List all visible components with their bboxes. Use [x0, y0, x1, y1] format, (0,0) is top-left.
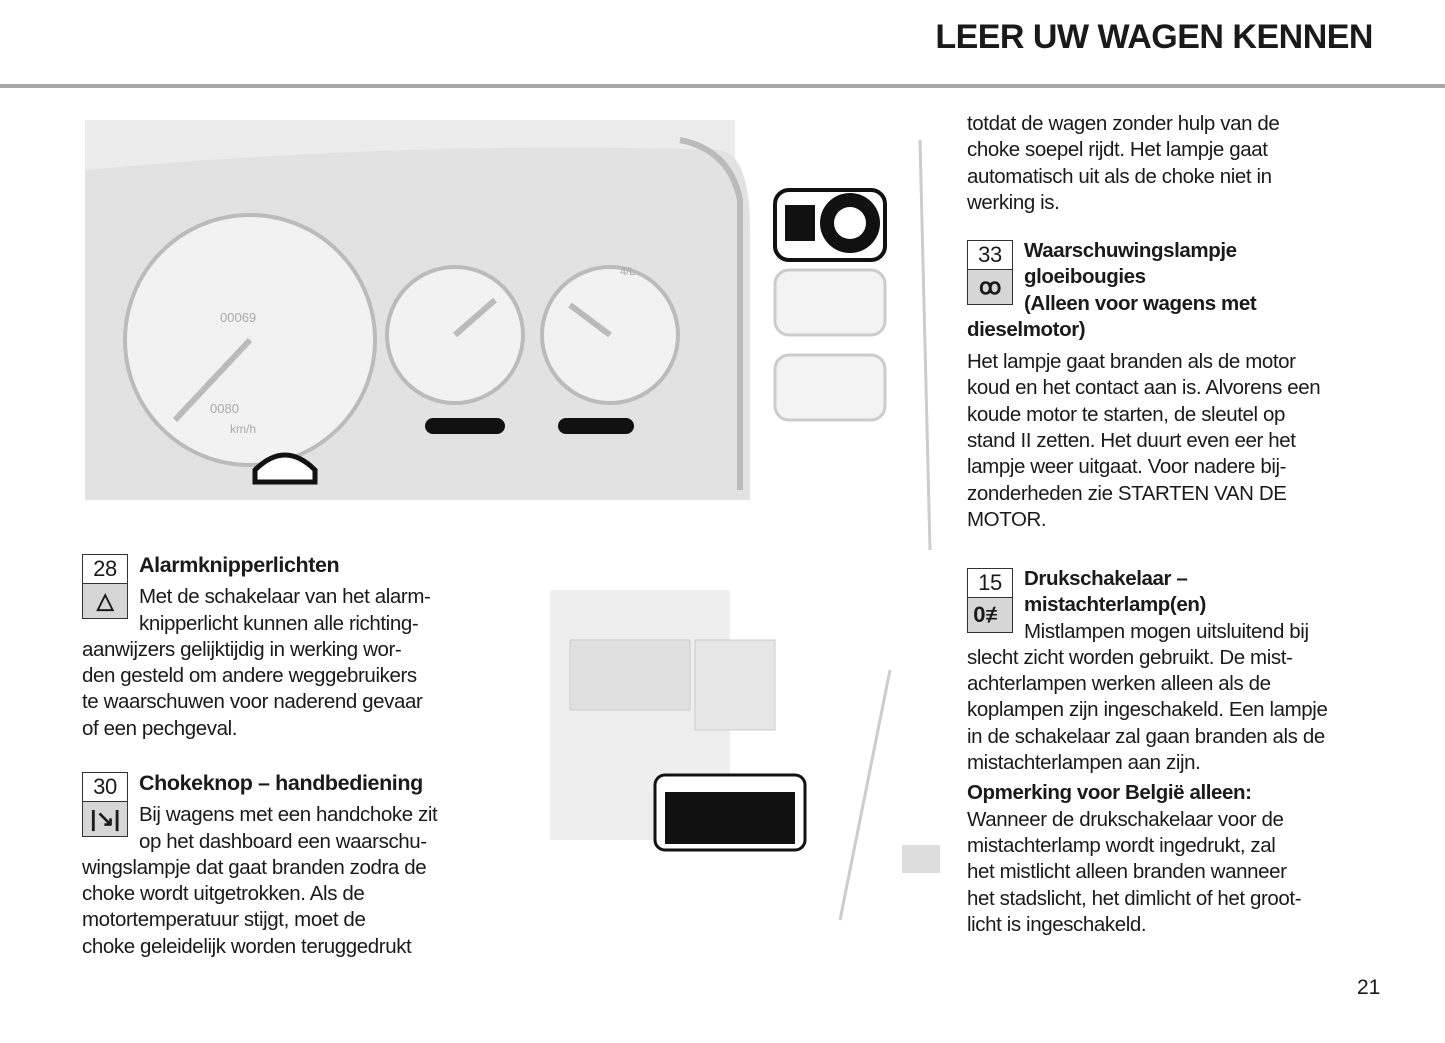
text-line: automatisch uit als de choke niet in: [967, 164, 1272, 188]
header-rule: [0, 84, 1445, 88]
heading-line: mistachterlamp(en): [1024, 593, 1206, 617]
text-line: choke wordt uitgetrokken. Als de: [82, 882, 365, 906]
text-line: koplampen zijn ingeschakeld. Een lampje: [967, 698, 1328, 722]
text-line: mistachterlampen aan zijn.: [967, 751, 1201, 775]
section-28: 28 △ Alarmknipperlichten Met de schakela…: [82, 552, 502, 742]
switch-illustration: [550, 590, 940, 921]
odometer-readout: 00069: [220, 310, 256, 325]
hazard-triangle-icon: △: [82, 584, 128, 619]
choke-icon: |↘|: [82, 802, 128, 837]
text-line: choke geleidelijk worden teruggedrukt: [82, 934, 412, 958]
text-line: MOTOR.: [967, 507, 1047, 531]
text-line: Mistlampen mogen uitsluitend bij: [1024, 619, 1309, 643]
section-heading: Chokeknop – handbediening: [139, 771, 423, 795]
text-line: motortemperatuur stijgt, moet de: [82, 908, 366, 932]
heading-line: dieselmotor): [967, 317, 1086, 341]
section-heading: Alarmknipperlichten: [139, 553, 340, 577]
text-line: het stadslicht, het dimlicht of het groo…: [967, 886, 1302, 910]
text-line: achterlampen werken alleen als de: [967, 672, 1271, 696]
text-line: te waarschuwen voor naderend gevaar: [82, 690, 423, 714]
text-line: mistachterlamp wordt ingedrukt, zal: [967, 833, 1276, 857]
text-line: Wanneer de drukschakelaar voor de: [967, 807, 1284, 831]
heading-line: Drukschakelaar –: [1024, 567, 1188, 590]
text-line: werking is.: [967, 190, 1060, 214]
text-line: aanwijzers gelijktijdig in werking wor-: [82, 637, 402, 661]
glow-plug-icon: ꝏ: [967, 270, 1013, 305]
text-line: choke soepel rijdt. Het lampje gaat: [967, 138, 1268, 162]
heading-line: (Alleen voor wagens met: [1024, 291, 1257, 315]
text-line: stand II zetten. Het duurt even eer het: [967, 429, 1296, 453]
fuel-label: 4/L: [620, 266, 635, 278]
text-line: slecht zicht worden gebruikt. De mist-: [967, 645, 1293, 669]
text-line: Het lampje gaat branden als de motor: [967, 350, 1296, 374]
page-title: LEER UW WAGEN KENNEN: [935, 18, 1373, 56]
text-line: Bij wagens met een handchoke zit: [139, 803, 438, 827]
text-line: wingslampje dat gaat branden zodra de: [82, 855, 427, 879]
note-heading: Opmerking voor België alleen:: [967, 781, 1252, 805]
text-line: of een pechgeval.: [82, 716, 238, 740]
text-line: Met de schakelaar van het alarm-: [139, 585, 431, 609]
section-number: 28: [82, 554, 128, 584]
intro-paragraph: totdat de wagen zonder hulp van de choke …: [967, 111, 1280, 216]
page-number: 21: [1357, 976, 1381, 999]
section-30: 30 |↘| Chokeknop – handbediening Bij wag…: [82, 770, 502, 960]
section-number: 30: [82, 772, 128, 802]
rear-fog-icon: 0≢: [967, 598, 1013, 633]
text-line: in de schakelaar zal gaan branden als de: [967, 724, 1325, 748]
section-15: 15 0≢ Drukschakelaar – mistachterlamp(en)…: [967, 566, 1397, 938]
text-line: licht is ingeschakeld.: [967, 912, 1147, 936]
dashboard-illustration: 00069 0080 km/h 4/L: [85, 120, 932, 551]
speed-unit: km/h: [230, 422, 256, 436]
text-line: op het dashboard een waarschu-: [139, 829, 427, 853]
heading-line: Waarschuwingslampje: [1024, 239, 1237, 262]
text-line: totdat de wagen zonder hulp van de: [967, 112, 1280, 135]
section-number: 33: [967, 240, 1013, 270]
text-line: den gesteld om andere weggebruikers: [82, 664, 417, 688]
text-line: lampje weer uitgaat. Voor nadere bij-: [967, 455, 1287, 479]
text-line: koude motor te starten, de sleutel op: [967, 402, 1285, 426]
text-line: knipperlicht kunnen alle richting-: [139, 611, 419, 635]
section-33: 33 ꝏ Waarschuwingslampje gloeibougies(All…: [967, 238, 1397, 533]
heading-line: gloeibougies: [1024, 265, 1146, 289]
text-line: koud en het contact aan is. Alvorens een: [967, 376, 1321, 400]
text-line: zonderheden zie STARTEN VAN DE: [967, 481, 1287, 505]
trip-readout: 0080: [210, 401, 239, 416]
section-number: 15: [967, 568, 1013, 598]
text-line: het mistlicht alleen branden wanneer: [967, 860, 1287, 884]
